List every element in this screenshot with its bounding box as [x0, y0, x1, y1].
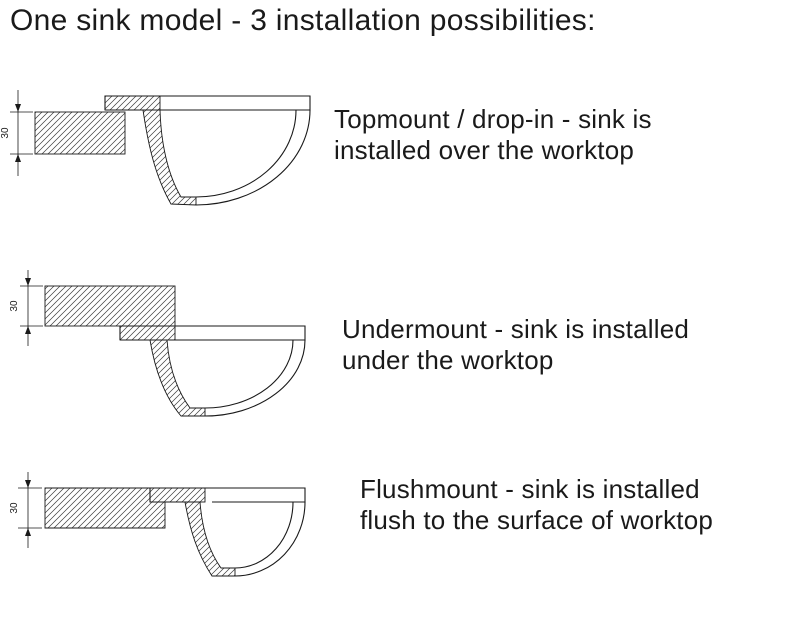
caption-undermount-line2: under the worktop	[342, 344, 554, 375]
dimension-30-topmount: 30	[0, 90, 33, 176]
flushmount-section-diagram: 30	[9, 472, 306, 577]
page-title: One sink model - 3 installation possibil…	[10, 4, 596, 37]
caption-topmount-line1: Topmount / drop-in - sink is	[334, 104, 652, 134]
caption-undermount-line1: Undermount - sink is installed	[342, 314, 690, 344]
dimension-arrow-bottom	[25, 528, 31, 536]
caption-undermount: Undermount - sink is installed under the…	[342, 314, 689, 375]
dimension-arrow-bottom	[25, 326, 31, 334]
undermount-section-diagram: 30	[9, 270, 306, 417]
caption-topmount: Topmount / drop-in - sink is installed o…	[334, 104, 652, 165]
dimension-arrow-top	[25, 480, 31, 488]
worktop-section-flushmount	[44, 487, 166, 529]
dimension-arrow-top	[25, 278, 31, 286]
sink-profile-flushmount	[149, 487, 306, 577]
caption-flushmount: Flushmount - sink is installed flush to …	[360, 474, 713, 535]
dimension-30-flushmount: 30	[9, 472, 42, 548]
dimension-label: 30	[9, 502, 20, 514]
caption-flushmount-line2: flush to the surface of worktop	[360, 504, 714, 535]
dimension-label: 30	[0, 127, 11, 139]
dimension-arrow-bottom	[15, 154, 21, 162]
worktop-section-topmount	[34, 111, 126, 155]
worktop-section-undermount	[44, 285, 176, 327]
dimension-arrow-top	[15, 104, 21, 112]
dimension-30-undermount: 30	[9, 270, 43, 346]
caption-topmount-line2: installed over the worktop	[334, 134, 635, 165]
caption-flushmount-line1: Flushmount - sink is installed	[360, 474, 700, 504]
sink-profile-undermount	[119, 325, 306, 417]
dimension-label: 30	[9, 300, 20, 312]
sink-profile-topmount	[104, 95, 311, 206]
topmount-section-diagram: 30	[0, 90, 311, 206]
